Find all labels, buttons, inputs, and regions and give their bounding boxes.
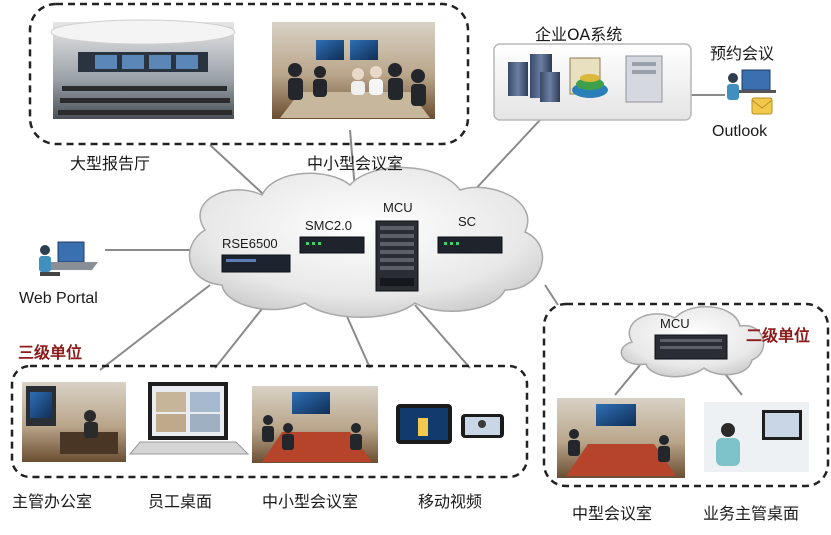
level3-group: [10, 364, 529, 479]
level2-mcu-label: MCU: [660, 316, 690, 331]
level2-item-label: 中型会议室: [572, 504, 653, 523]
medium-meeting-image: [557, 398, 685, 478]
tower-server-icon: [625, 55, 663, 103]
core-cloud: [188, 166, 544, 318]
link-level3-right: [414, 304, 471, 369]
small-meeting-label: 中小型会议室: [307, 154, 404, 173]
top-rooms-group: [28, 2, 470, 146]
web-portal-label: Web Portal: [19, 290, 98, 307]
link-small-meeting: [349, 129, 356, 191]
smc-device: [299, 236, 365, 254]
supervisor-office-image: [22, 382, 126, 462]
small-meeting-image: [272, 22, 435, 119]
sc-device: [437, 236, 503, 254]
link-level2: [544, 284, 559, 306]
level3-title: 三级单位: [18, 343, 83, 362]
rse-label: RSE6500: [222, 236, 278, 251]
manager-desktop-image: [704, 402, 809, 472]
link-level3-left: [99, 284, 211, 371]
level2-cloud: [620, 305, 765, 378]
sc-label: SC: [458, 214, 477, 229]
level3-item-label: 中小型会议室: [262, 492, 359, 511]
rse6500-device: [221, 254, 291, 273]
database-icon: [569, 57, 608, 98]
level3-item-label: 移动视频: [418, 492, 483, 511]
mcu-device: [375, 220, 419, 292]
oa-system-label: 企业OA系统: [535, 25, 623, 44]
link-level2-left: [614, 364, 641, 396]
link-oa: [469, 119, 541, 196]
link-level3-mid1: [214, 304, 266, 369]
outlook-user-icon: [727, 69, 776, 115]
small-meeting-l3-image: [252, 386, 378, 463]
mcu-label: MCU: [383, 200, 413, 215]
level3-item-label: 员工桌面: [148, 492, 213, 511]
outlook-label: Outlook: [712, 123, 768, 140]
level2-item-label: 业务主管桌面: [703, 504, 800, 523]
oa-system-box: [493, 43, 692, 121]
web-portal-user-icon: [39, 241, 98, 276]
level2-title: 二级单位: [746, 326, 811, 345]
smc-label: SMC2.0: [305, 218, 352, 233]
mobile-video-image: [396, 404, 504, 444]
booking-label: 预约会议: [710, 44, 775, 63]
server-icon: [508, 54, 560, 102]
level2-group: [542, 302, 830, 488]
large-hall-image: [50, 19, 236, 119]
level3-item-label: 主管办公室: [12, 492, 93, 511]
link-level3-mid2: [344, 311, 371, 369]
large-hall-label: 大型报告厅: [70, 154, 151, 173]
employee-desktop-image: [128, 382, 250, 455]
